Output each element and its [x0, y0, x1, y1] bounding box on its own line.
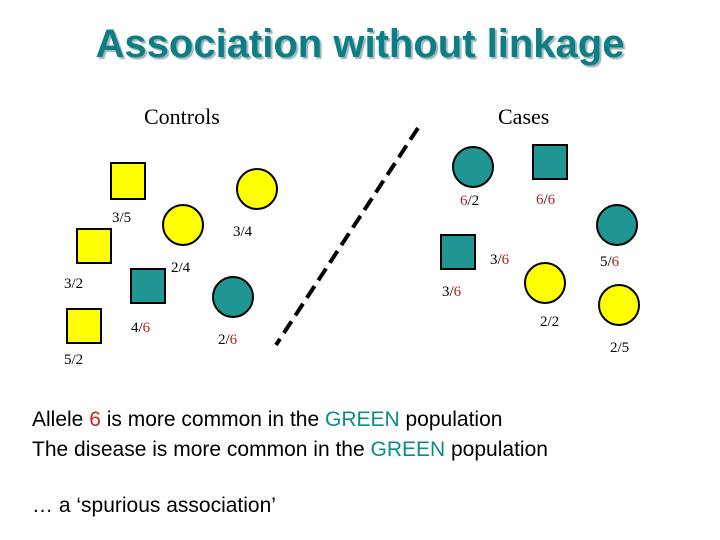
control-male-green: [130, 268, 166, 304]
genotype-label: 3/6: [490, 252, 510, 268]
genotype-label: 3/2: [64, 276, 84, 292]
statement-disease: The disease is more common in the GREEN …: [32, 438, 548, 461]
genotype-label: 6/2: [460, 193, 480, 209]
case-male-green-2: [440, 234, 476, 270]
case-female-green-1: [452, 146, 494, 188]
control-female-yellow-1: [236, 168, 278, 210]
control-female-yellow-2: [162, 204, 204, 246]
cases-label: Cases: [498, 104, 550, 129]
control-female-green: [212, 276, 254, 318]
case-female-yellow-2: [598, 284, 640, 326]
slide-title: Association without linkage: [95, 22, 625, 66]
genotype-label: 6/6: [536, 192, 556, 208]
case-male-green-1: [532, 144, 568, 180]
control-male-yellow-3: [66, 308, 102, 344]
divider-line: [274, 126, 420, 347]
control-male-yellow-2: [76, 228, 112, 264]
control-male-yellow-1: [110, 162, 146, 200]
genotype-label: 2/6: [218, 332, 238, 348]
controls-label: Controls: [144, 104, 220, 129]
genotype-label: 4/6: [131, 320, 151, 336]
case-female-green-2: [596, 204, 638, 246]
genotype-label: 2/5: [610, 340, 630, 356]
genotype-label: 3/4: [233, 224, 253, 240]
statement-allele: Allele 6 is more common in the GREEN pop…: [32, 408, 503, 431]
statement-spurious: … a ‘spurious association’: [32, 494, 276, 517]
genotype-label: 2/2: [540, 314, 560, 330]
case-female-yellow-1: [524, 262, 566, 304]
genotype-label: 5/2: [64, 352, 84, 368]
genotype-label: 3/6: [442, 284, 462, 300]
genotype-label: 2/4: [171, 260, 191, 276]
genotype-label: 3/5: [112, 210, 132, 226]
genotype-label: 5/6: [600, 254, 620, 270]
